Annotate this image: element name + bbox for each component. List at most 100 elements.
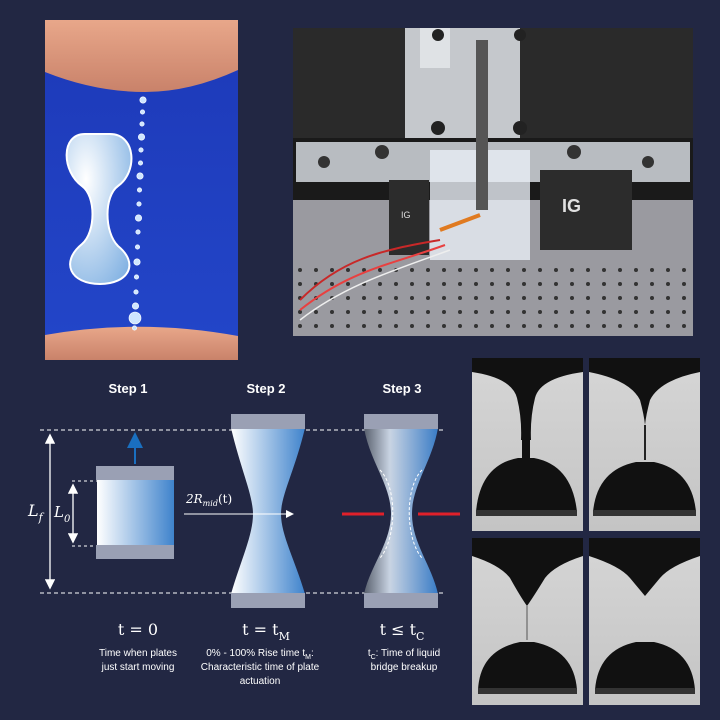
breadboard-hole: [634, 282, 638, 286]
Lf-label: Lf: [27, 501, 45, 524]
step1-time: t = 0: [118, 620, 158, 639]
step2-time: t = tM: [242, 620, 290, 643]
breadboard-hole: [442, 268, 446, 272]
breadboard-hole: [442, 282, 446, 286]
breadboard-hole: [490, 268, 494, 272]
breadboard-hole: [602, 324, 606, 328]
bead: [132, 302, 140, 310]
breadboard-hole: [570, 282, 574, 286]
step1-caption-line1: Time when plates: [99, 648, 177, 659]
breadboard-hole: [426, 324, 430, 328]
bead: [135, 244, 141, 250]
breadboard-hole: [618, 310, 622, 314]
step2-bottom-plate: [231, 593, 305, 608]
breadboard-hole: [602, 310, 606, 314]
step3-title: Step 3: [382, 381, 421, 396]
breadboard-hole: [474, 282, 478, 286]
breadboard-hole: [298, 268, 302, 272]
breadboard-hole: [506, 310, 510, 314]
breadboard-hole: [346, 310, 350, 314]
bead: [136, 172, 144, 180]
breadboard-hole: [682, 296, 686, 300]
breadboard-hole: [378, 282, 382, 286]
breadboard-hole: [666, 310, 670, 314]
frame-2: [589, 358, 700, 531]
breadboard-hole: [362, 296, 366, 300]
breadboard-hole: [634, 296, 638, 300]
breadboard-hole: [506, 268, 510, 272]
breadboard-hole: [554, 282, 558, 286]
step2-caption-line3: actuation: [240, 676, 281, 687]
breadboard-hole: [586, 310, 590, 314]
breadboard-hole: [570, 310, 574, 314]
breakup-frames: [472, 358, 700, 705]
breadboard-hole: [650, 282, 654, 286]
breadboard-hole: [522, 296, 526, 300]
breadboard-hole: [554, 268, 558, 272]
liquid-bridge-silhouette-icon: [65, 133, 133, 286]
breadboard-hole: [650, 296, 654, 300]
bead: [140, 109, 146, 115]
breadboard-hole: [682, 310, 686, 314]
steps-diagram: Lf L0 Step 1 t = 0 Time when plates just…: [27, 381, 460, 687]
breadboard-hole: [458, 296, 462, 300]
breadboard-hole: [298, 282, 302, 286]
breadboard-hole: [410, 282, 414, 286]
breadboard-hole: [506, 282, 510, 286]
breadboard-hole: [666, 282, 670, 286]
L0-label: L0: [53, 503, 71, 525]
step2-top-plate: [231, 414, 305, 429]
breadboard-hole: [570, 324, 574, 328]
breadboard-hole: [410, 296, 414, 300]
breadboard-hole: [442, 324, 446, 328]
breadboard-hole: [506, 296, 510, 300]
breadboard-hole: [650, 268, 654, 272]
breadboard-hole: [314, 268, 318, 272]
breadboard-hole: [522, 282, 526, 286]
breadboard-hole: [426, 268, 430, 272]
breadboard-hole: [426, 296, 430, 300]
bead: [139, 121, 145, 127]
breadboard-hole: [458, 324, 462, 328]
breadboard-hole: [554, 324, 558, 328]
breadboard-hole: [458, 268, 462, 272]
breadboard-hole: [586, 282, 590, 286]
breadboard-hole: [538, 310, 542, 314]
Rmid-label: 2Rmid(t): [185, 492, 232, 508]
rig-label-left: IG: [401, 210, 411, 220]
breadboard-hole: [346, 268, 350, 272]
step3-caption-line1: tC: Time of liquid: [368, 648, 440, 661]
droplet-photo-panel: [45, 20, 238, 360]
breadboard-hole: [682, 324, 686, 328]
breadboard-hole: [490, 310, 494, 314]
frame-3: [472, 538, 583, 705]
bead: [132, 325, 138, 331]
bead: [134, 274, 140, 280]
breadboard-hole: [362, 324, 366, 328]
breadboard-hole: [522, 310, 526, 314]
breadboard-hole: [634, 310, 638, 314]
step3-bottom-plate: [364, 593, 438, 608]
breadboard-hole: [490, 296, 494, 300]
breadboard-hole: [602, 296, 606, 300]
breadboard-hole: [538, 324, 542, 328]
breadboard-hole: [394, 310, 398, 314]
step1-title: Step 1: [108, 381, 147, 396]
breadboard-hole: [618, 282, 622, 286]
breadboard-hole: [650, 324, 654, 328]
breadboard-hole: [378, 310, 382, 314]
breadboard-hole: [570, 296, 574, 300]
bead: [128, 311, 142, 325]
step1-top-plate: [96, 466, 174, 480]
breadboard-hole: [378, 268, 382, 272]
breadboard-hole: [474, 310, 478, 314]
breadboard-hole: [378, 296, 382, 300]
breadboard-hole: [682, 282, 686, 286]
breadboard-hole: [394, 282, 398, 286]
bead: [137, 187, 143, 193]
breadboard-hole: [330, 268, 334, 272]
bead-string: [128, 96, 147, 331]
rig-label-right: IG: [562, 196, 581, 216]
step1-bottom-plate: [96, 545, 174, 559]
